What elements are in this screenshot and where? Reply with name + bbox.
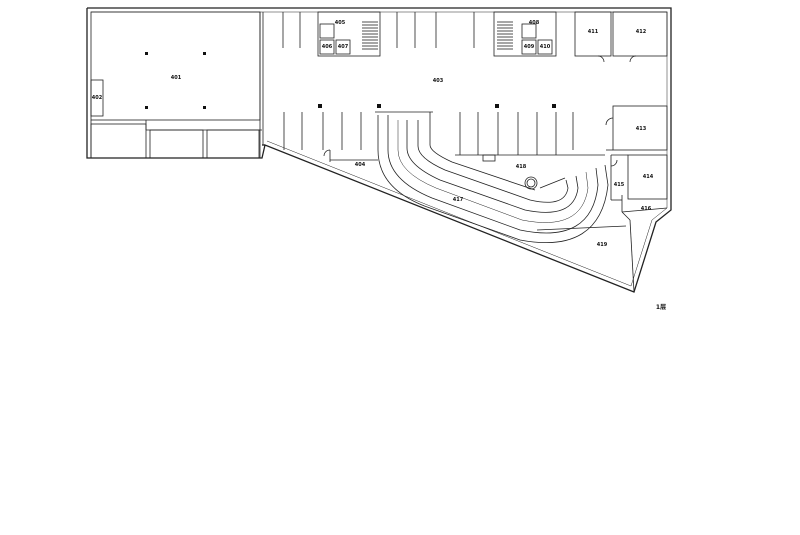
label-r-parking: 403 [433, 78, 444, 84]
east-rooms [605, 105, 668, 213]
label-r-core2a: 409 [524, 44, 535, 50]
outer-walls [86, 7, 672, 293]
label-r-core2b: 410 [540, 44, 551, 50]
label-r-e1: 413 [636, 126, 647, 132]
label-r-core2: 408 [529, 20, 540, 26]
label-r-mid: 418 [516, 164, 527, 170]
label-r-e3: 415 [614, 182, 625, 188]
label-r-core1: 405 [335, 20, 346, 26]
stair-core-1 [317, 11, 381, 57]
curved-ramp [375, 111, 609, 244]
parking-stalls [282, 12, 574, 155]
label-r-ramp: 417 [453, 197, 464, 203]
large-room-401 [90, 11, 264, 159]
room-labels: 401 402 403 404 405 406 407 408 409 410 … [92, 20, 666, 311]
label-r-ne2: 412 [636, 29, 647, 35]
label-r-large: 401 [171, 75, 182, 81]
label-r-core1b: 407 [338, 44, 349, 50]
drawing-caption: 1层 [656, 303, 666, 311]
stair-core-2 [493, 11, 557, 57]
label-r-e4: 416 [641, 206, 652, 212]
label-r-core1a: 406 [322, 44, 333, 50]
label-r-tip: 419 [597, 242, 608, 248]
label-r-south: 404 [355, 162, 366, 168]
northeast-rooms [574, 11, 668, 63]
south-rooms [323, 149, 635, 293]
label-r-e2: 414 [643, 174, 654, 180]
label-r-side: 402 [92, 95, 103, 101]
label-r-ne1: 411 [588, 29, 599, 35]
